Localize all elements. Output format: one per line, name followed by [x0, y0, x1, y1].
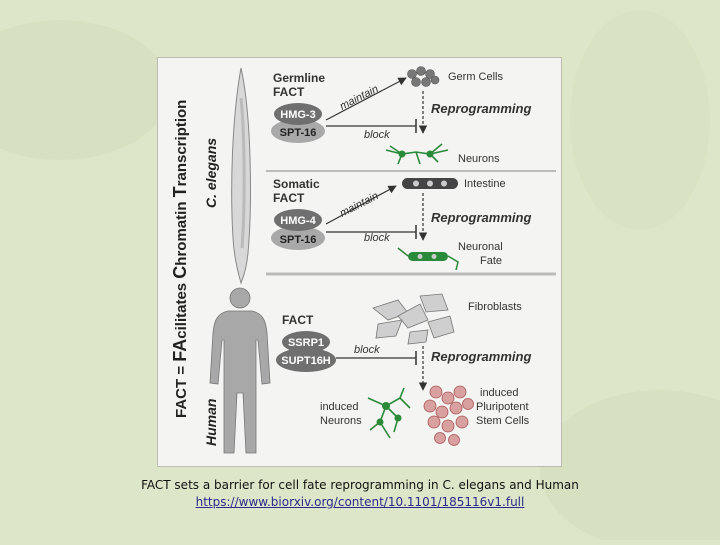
- germ-cells-label: Germ Cells: [448, 71, 504, 83]
- ipsc-label-1: induced: [480, 387, 519, 399]
- somatic-protein-top: HMG-4: [280, 215, 316, 227]
- source-link[interactable]: https://www.biorxiv.org/content/10.1101/…: [195, 495, 525, 509]
- human-protein-bottom-shape: [276, 348, 336, 372]
- neuronal-fate-icon: [397, 247, 459, 271]
- human-block-label: block: [354, 344, 380, 356]
- germline-protein-top: HMG-3: [280, 109, 315, 121]
- germline-title-2: FACT: [273, 85, 305, 99]
- ipsc-label-2: Pluripotent: [476, 401, 529, 413]
- neurons-label: Neurons: [458, 153, 500, 165]
- somatic-title-1: Somatic: [273, 177, 320, 191]
- fibroblasts-label: Fibroblasts: [468, 301, 522, 313]
- neurons-icon: [385, 143, 449, 165]
- induced-neurons-label-2: Neurons: [320, 415, 362, 427]
- induced-neuron-cell-2: [394, 414, 402, 422]
- human-fact-title: FACT: [282, 313, 314, 327]
- ipsc-label-3: Stem Cells: [476, 415, 530, 427]
- induced-neurons-label-1: induced: [320, 401, 359, 413]
- induced-neuron-cell-1: [382, 402, 390, 410]
- human-silhouette: [209, 287, 271, 454]
- somatic-block-label: block: [364, 232, 390, 244]
- human-protein-top: SSRP1: [288, 337, 324, 349]
- ipsc-icon: [423, 385, 474, 446]
- label-human: Human: [203, 399, 219, 446]
- neuron-cell-2: [426, 150, 434, 158]
- somatic-maintain-label: maintain: [338, 190, 380, 220]
- worm-inner: [239, 97, 246, 249]
- germline-protein-bottom: SPT-16: [280, 127, 317, 139]
- somatic-protein-bottom: SPT-16: [280, 234, 317, 246]
- somatic-protein-top-shape: [274, 209, 322, 231]
- label-c-elegans: C. elegans: [203, 138, 219, 208]
- somatic-protein-bottom-shape: [271, 226, 325, 250]
- figure-caption: FACT sets a barrier for cell fate reprog…: [141, 478, 579, 492]
- somatic-reprogramming-label: Reprogramming: [431, 210, 531, 225]
- neuronal-fate-label-1: Neuronal: [458, 241, 503, 253]
- human-protein-top-shape: [282, 331, 330, 353]
- figure-diagram: FACT = FAcilitates Chromatin Transcripti…: [170, 66, 556, 454]
- neuronal-fate-label-2: Fate: [480, 255, 502, 267]
- germline-reprogramming-label: Reprogramming: [431, 101, 531, 116]
- somatic-title-2: FACT: [273, 191, 305, 205]
- germline-protein-top-shape: [274, 103, 322, 125]
- somatic-maintain-arrow: [325, 185, 397, 225]
- human-reprogramming-label: Reprogramming: [431, 349, 531, 364]
- fibroblasts-icon: [372, 293, 455, 345]
- induced-neurons-icon: [367, 387, 411, 439]
- intestine-icon: [402, 178, 458, 189]
- germline-block-label: block: [364, 129, 390, 141]
- induced-neuron-cell-3: [376, 418, 384, 426]
- germline-maintain-arrow: [325, 77, 407, 121]
- left-axis-title: FACT = FAcilitates Chromatin Transcripti…: [170, 100, 190, 418]
- germ-cells-icon: [407, 66, 440, 87]
- worm-body: [231, 67, 251, 285]
- intestine-label: Intestine: [464, 178, 506, 190]
- neuron-cell-1: [398, 150, 406, 158]
- germline-protein-bottom-shape: [271, 119, 325, 143]
- germline-maintain-label: maintain: [338, 83, 380, 113]
- fact-figure: FACT = FAcilitates Chromatin Transcripti…: [157, 57, 562, 467]
- human-protein-bottom: SUPT16H: [281, 355, 331, 367]
- germline-title-1: Germline: [273, 71, 325, 85]
